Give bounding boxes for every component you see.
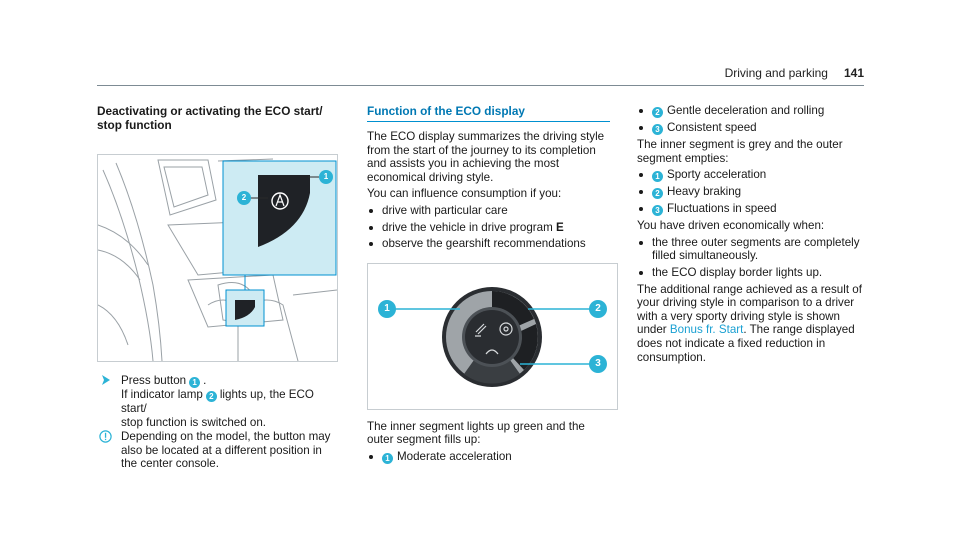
middle-column: Function of the ECO display The ECO disp… bbox=[367, 104, 618, 467]
influence-intro: You can influence consumption if you: bbox=[367, 187, 562, 201]
eco-start-stop-heading: Deactivating or activating the ECO start… bbox=[97, 104, 323, 132]
header-rule bbox=[97, 85, 864, 86]
econ-intro: You have driven economically when: bbox=[637, 219, 825, 233]
list-item: the ECO display border lights up. bbox=[637, 266, 869, 280]
eco-display-heading: Function of the ECO display bbox=[367, 104, 610, 122]
badge-1: 1 bbox=[652, 171, 663, 183]
badge-3: 3 bbox=[652, 205, 663, 217]
action-arrow-icon bbox=[101, 375, 111, 385]
eco-display-drawing bbox=[378, 286, 607, 387]
grey-intro: The inner segment is grey and the outer … bbox=[637, 138, 843, 165]
green-intro: The inner segment lights up green and th… bbox=[367, 419, 585, 447]
eco-button-drawing bbox=[258, 175, 310, 247]
display-callout-1 bbox=[378, 299, 396, 318]
display-callout-label-3: 3 bbox=[595, 357, 601, 369]
badge-2: 2 bbox=[205, 391, 217, 402]
note-text: Depending on the model, the button may a… bbox=[121, 430, 331, 471]
list-item: drive with particular care bbox=[367, 204, 610, 218]
callout-2 bbox=[237, 191, 251, 205]
display-callout-label-2: 2 bbox=[595, 302, 601, 314]
eco-intro: The ECO display summarizes the driving s… bbox=[367, 130, 605, 184]
info-icon bbox=[99, 430, 112, 443]
badge-3: 3 bbox=[652, 124, 663, 135]
callout-label-2: 2 bbox=[241, 193, 247, 202]
section-title: Driving and parking bbox=[724, 66, 828, 80]
callout-label-1: 1 bbox=[323, 172, 329, 181]
left-column: Deactivating or activating the ECO start… bbox=[97, 104, 338, 471]
bonus-link[interactable]: Bonus fr. Start bbox=[669, 323, 744, 337]
page-header: Driving and parking 141 bbox=[97, 66, 864, 80]
page-number: 141 bbox=[843, 66, 864, 80]
display-callout-label-1: 1 bbox=[384, 302, 390, 314]
display-callout-2 bbox=[589, 299, 607, 318]
badge-1: 1 bbox=[382, 452, 393, 464]
influence-list: drive with particular care drive the veh… bbox=[367, 204, 610, 251]
econ-list: the three outer segments are completely … bbox=[637, 236, 869, 280]
console-illustration: 2 1 bbox=[97, 154, 338, 362]
console-drawing bbox=[98, 158, 337, 361]
callout-1 bbox=[319, 170, 333, 184]
list-item: drive the vehicle in drive program E bbox=[367, 221, 610, 235]
note: Depending on the model, the button may a… bbox=[97, 430, 337, 471]
list-item: the three outer segments are completely … bbox=[637, 236, 869, 263]
list-item: observe the gearshift recommendations bbox=[367, 237, 610, 251]
eco-display-illustration: 1 2 3 bbox=[367, 262, 618, 410]
badge-2: 2 bbox=[652, 188, 663, 200]
range-paragraph: The additional range achieved as a resul… bbox=[637, 282, 862, 364]
badge-2: 2 bbox=[652, 107, 663, 118]
badge-1: 1 bbox=[189, 377, 201, 388]
display-callout-3 bbox=[589, 354, 607, 373]
